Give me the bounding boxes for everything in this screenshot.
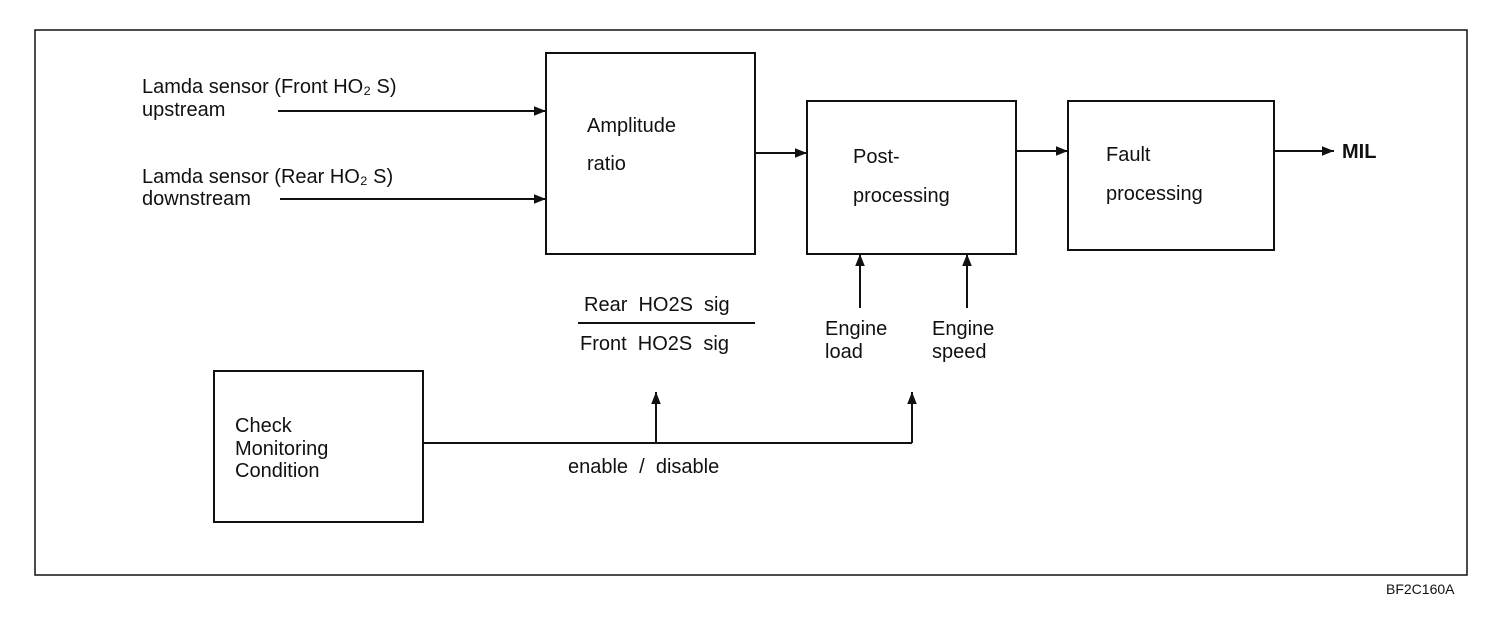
check-monitoring-block (213, 370, 424, 523)
front-sensor-sublabel: upstream (142, 99, 225, 121)
ratio-denominator: Front HO2S sig (580, 333, 729, 355)
fault-processing-block (1067, 100, 1275, 251)
engine-load-label-line2: load (825, 341, 863, 363)
fault-processing-label-line2: processing (1106, 183, 1203, 205)
fault-processing-label-line1: Fault (1106, 144, 1151, 166)
post-processing-label-line2: processing (853, 185, 950, 207)
check-monitoring-label-line1: Check (235, 415, 293, 437)
amplitude-ratio-label-line1: Amplitude (587, 115, 676, 137)
rear-sensor-label: Lamda sensor (Rear HO₂ S) (142, 166, 393, 188)
check-monitoring-label-line3: Condition (235, 460, 320, 482)
engine-load-label-line1: Engine (825, 318, 887, 340)
enable-disable-label: enable / disable (568, 456, 719, 478)
amplitude-ratio-block (545, 52, 756, 255)
ratio-numerator: Rear HO2S sig (584, 294, 730, 316)
front-sensor-label: Lamda sensor (Front HO₂ S) (142, 76, 397, 98)
engine-speed-label-line2: speed (932, 341, 987, 363)
rear-sensor-sublabel: downstream (142, 188, 251, 210)
post-processing-block (806, 100, 1017, 255)
engine-speed-label-line1: Engine (932, 318, 994, 340)
amplitude-ratio-label-line2: ratio (587, 153, 626, 175)
mil-label: MIL (1342, 141, 1376, 163)
figure-code: BF2C160A (1386, 581, 1455, 597)
post-processing-label-line1: Post- (853, 146, 900, 168)
check-monitoring-label-line2: Monitoring (235, 438, 328, 460)
diagram-frame (34, 29, 1468, 576)
